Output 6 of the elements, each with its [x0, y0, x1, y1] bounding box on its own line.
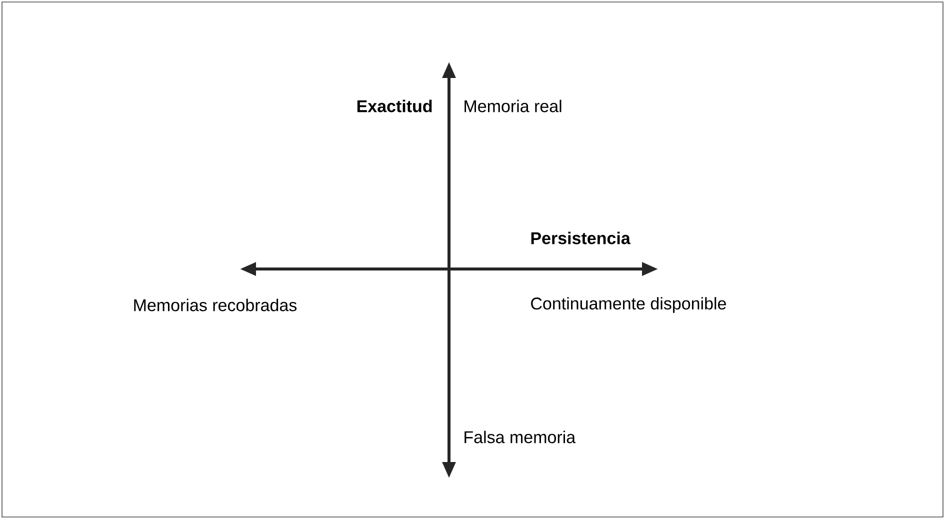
axis-title: Persistencia — [531, 232, 630, 244]
axis-end-label: Continuamente disponible — [531, 297, 726, 313]
axis-title: Exactitud — [357, 100, 432, 112]
axis-end-label: Memorias recobradas — [134, 298, 297, 312]
axis-end-label: Memoria real — [464, 100, 562, 112]
axis-end-label: Falsa memoria — [464, 430, 576, 444]
